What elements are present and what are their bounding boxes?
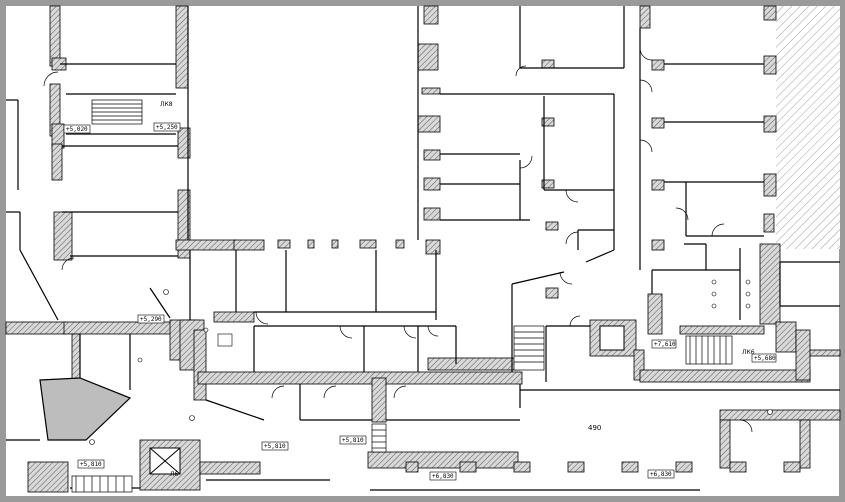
level-mark: +5,810 bbox=[264, 443, 286, 450]
thin-partitions bbox=[6, 6, 840, 491]
level-mark: +5,020 bbox=[66, 126, 88, 133]
shaded-area bbox=[39, 377, 132, 441]
level-mark: +5,250 bbox=[156, 124, 178, 131]
level-mark: +6,830 bbox=[432, 473, 454, 480]
elevator-shaft bbox=[149, 325, 625, 475]
stair-treads bbox=[71, 99, 733, 493]
fixture-symbols bbox=[89, 279, 773, 445]
exterior-hatched-area bbox=[776, 6, 840, 249]
stair-label-l6: Л6 bbox=[170, 471, 179, 478]
level-mark: +7,610 bbox=[654, 341, 676, 348]
room-number: 490 bbox=[588, 424, 601, 432]
level-mark: +6,830 bbox=[650, 471, 672, 478]
level-mark: +5,810 bbox=[80, 461, 102, 468]
stair-label-lk6: ЛК6 bbox=[742, 349, 755, 356]
stair-labels: ЛК8 ЛК6 Л6 bbox=[160, 101, 755, 478]
level-marks: +5,020 +5,250 +5,290 +5,810 +5,810 +5,81… bbox=[63, 122, 777, 481]
level-mark: +5,810 bbox=[342, 437, 364, 444]
stair-label-lk8: ЛК8 bbox=[160, 101, 173, 108]
level-mark: +5,290 bbox=[140, 316, 162, 323]
level-mark: +5,680 bbox=[754, 355, 776, 362]
door-swings bbox=[43, 47, 753, 433]
thick-walls bbox=[5, 5, 841, 493]
